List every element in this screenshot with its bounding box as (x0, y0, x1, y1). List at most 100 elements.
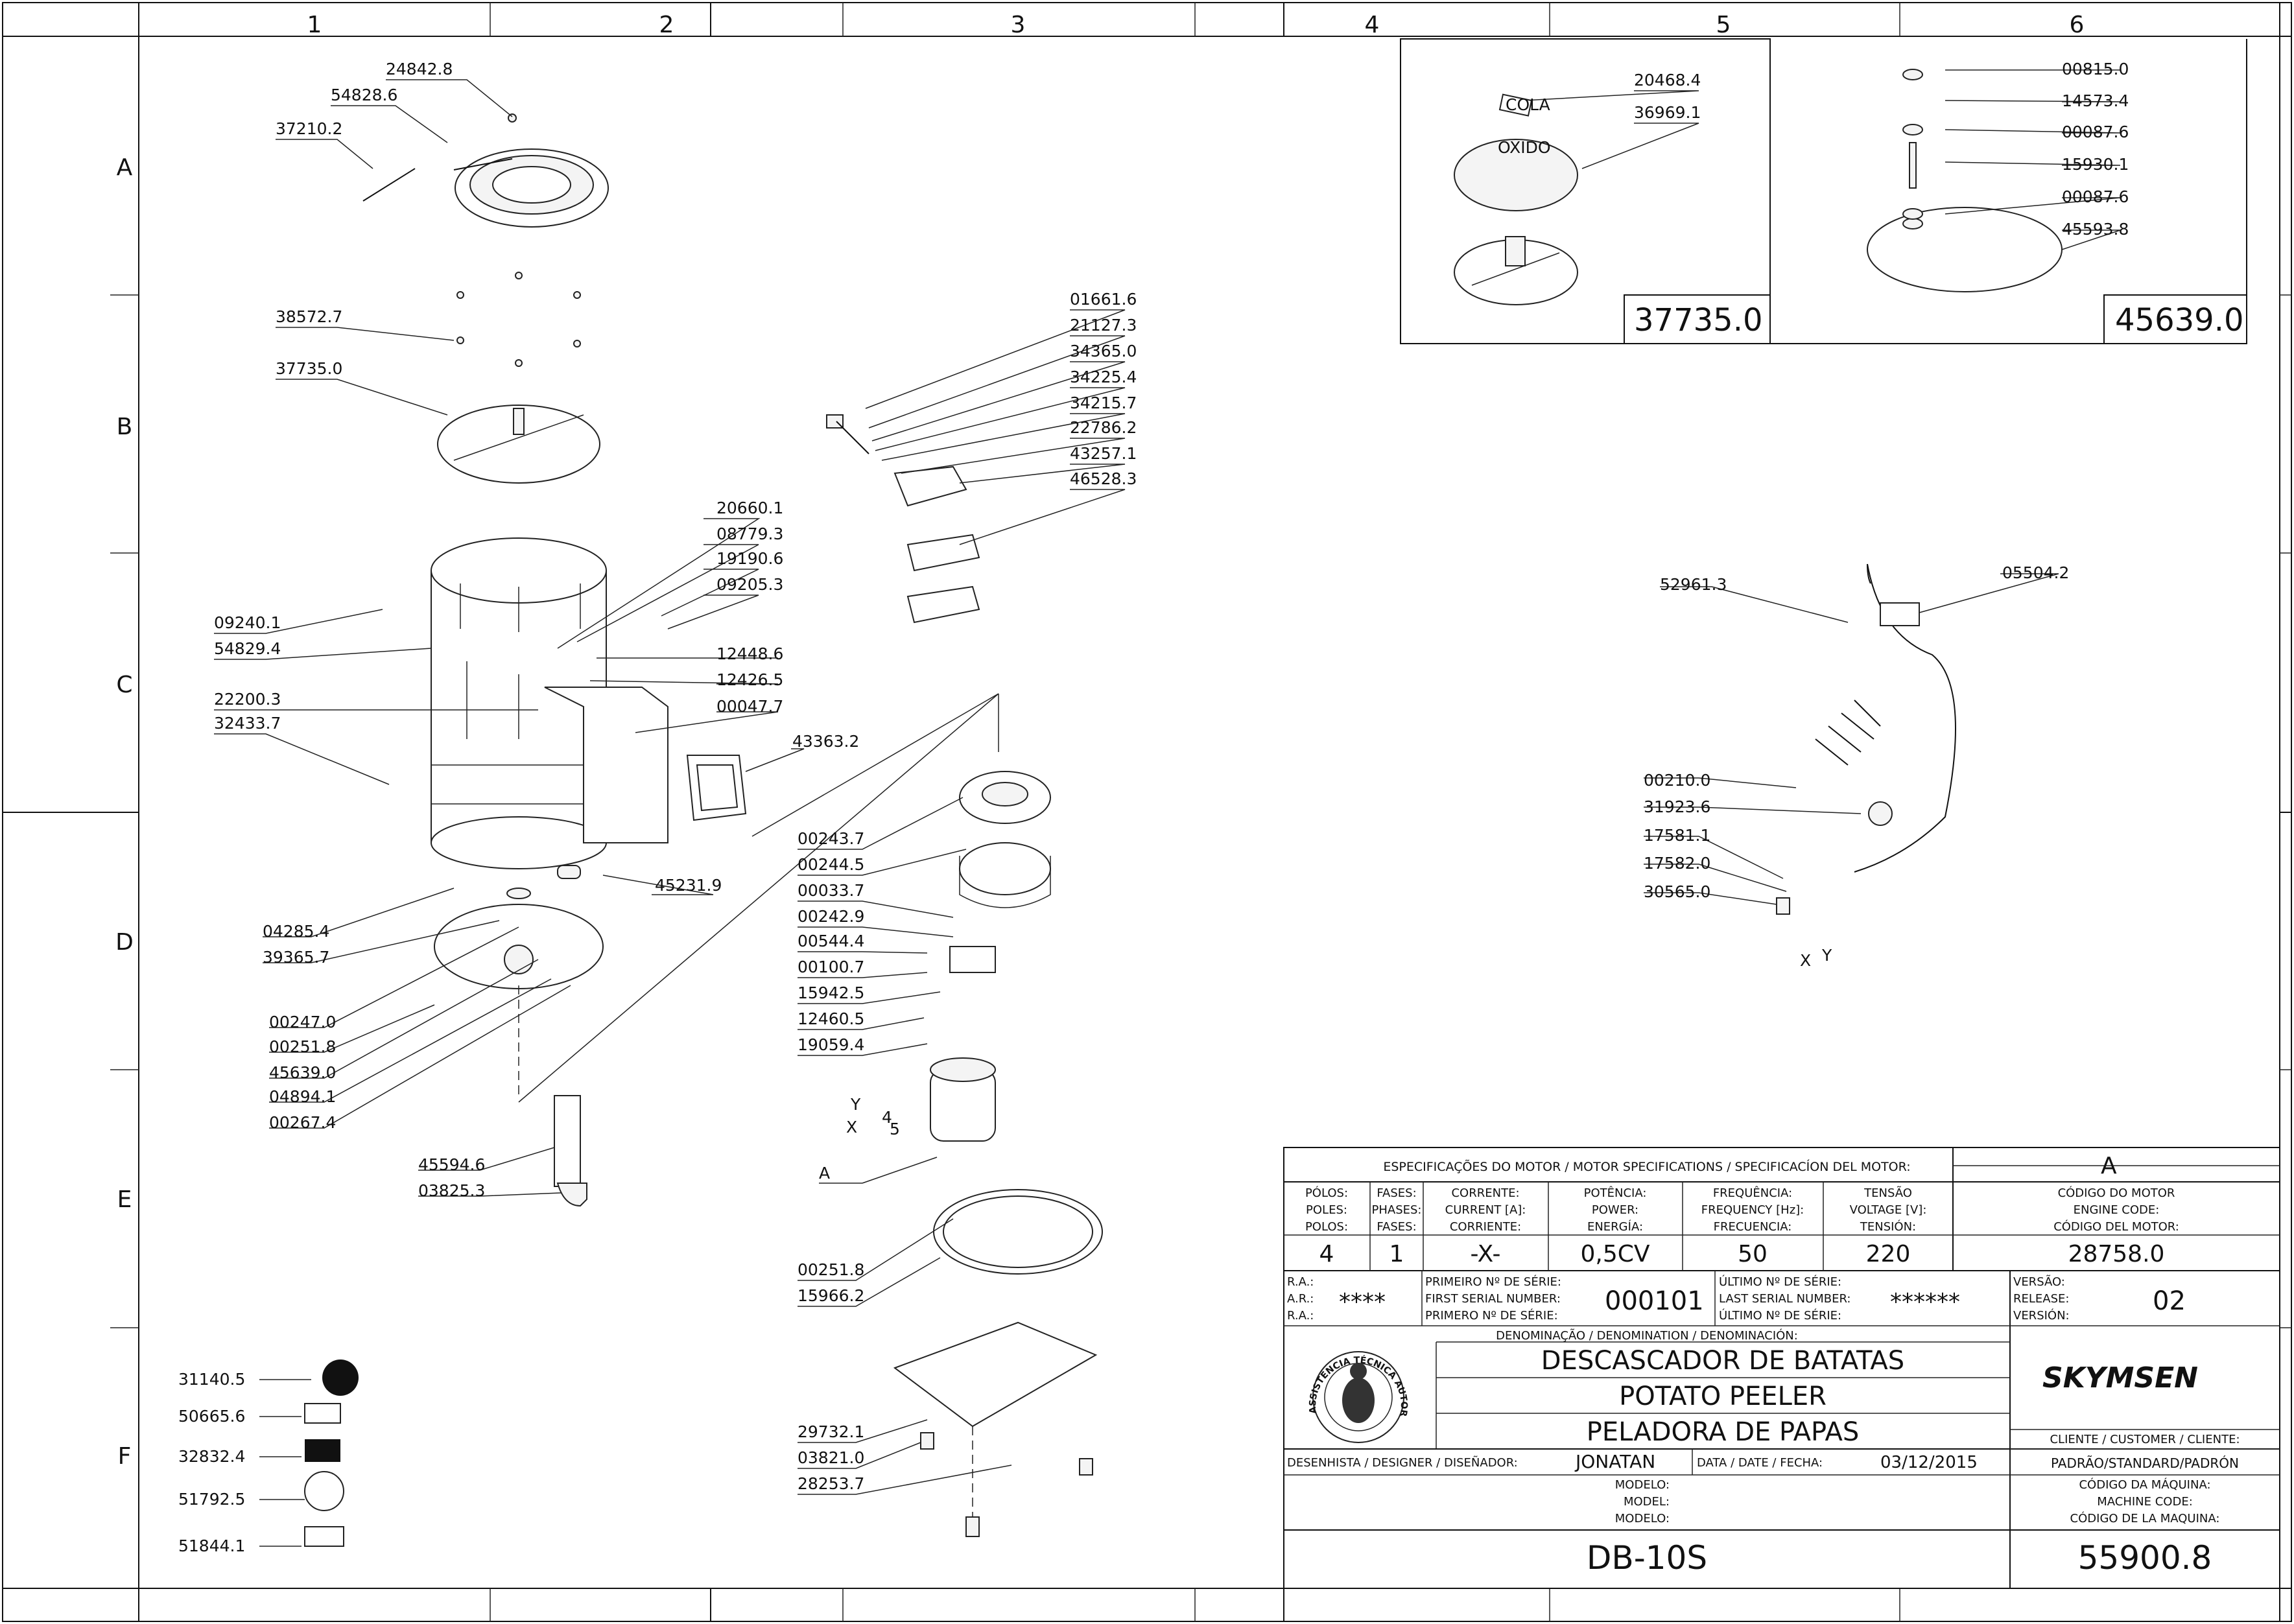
part-number-label: 00815.0 (2062, 60, 2129, 78)
date-value: 03/12/2015 (1880, 1453, 1978, 1472)
part-number-label: 39365.7 (263, 948, 329, 967)
part-number-label: 17581.1 (1644, 826, 1710, 845)
part-number-label: 45594.6 (418, 1155, 485, 1174)
spec-header: ENERGÍA: (1587, 1219, 1643, 1234)
part-number-label: 17582.0 (1644, 854, 1710, 873)
spec-header: CURRENT [A]: (1445, 1203, 1526, 1217)
part-number-label: 45639.0 (269, 1063, 336, 1082)
ra-value: **** (1339, 1289, 1386, 1315)
name-en: POTATO PEELER (1619, 1382, 1827, 1411)
spec-header: FASES: (1377, 1186, 1416, 1200)
spec-header: CORRIENTE: (1450, 1220, 1521, 1234)
revision-letter: A (2101, 1153, 2117, 1179)
wire-tag: X (846, 1118, 857, 1136)
first-serial-label: FIRST SERIAL NUMBER: (1425, 1292, 1561, 1306)
row-label: B (117, 414, 133, 440)
part-number-label: 00544.4 (798, 932, 864, 950)
part-number-label: 00033.7 (798, 881, 864, 900)
first-serial-value: 000101 (1605, 1286, 1704, 1316)
ra-label: A.R.: (1287, 1292, 1314, 1306)
part-number-label: 54829.4 (214, 639, 281, 658)
model-label: MODEL: (1624, 1495, 1670, 1509)
callout-labels: 24842.8 54828.6 37210.2 38572.7 37735.0 … (178, 60, 2129, 1555)
row-label: F (118, 1443, 132, 1470)
part-number-label: 01661.6 (1070, 290, 1137, 309)
part-number-label: 43363.2 (792, 732, 859, 751)
row-label: D (115, 929, 134, 956)
spec-header: PÓLOS: (1305, 1186, 1348, 1200)
spec-header: POLOS: (1305, 1220, 1348, 1234)
designer-label: DESENHISTA / DESIGNER / DISEÑADOR: (1287, 1455, 1518, 1470)
spec-header: POTÊNCIA: (1584, 1186, 1647, 1200)
part-number-label: 04894.1 (269, 1087, 336, 1106)
last-serial-label: ÚLTIMO Nº DE SÉRIE: (1719, 1308, 1841, 1323)
designer-name: JONATAN (1574, 1451, 1655, 1472)
spec-value: 28758.0 (2068, 1241, 2165, 1267)
detail-view-letter: A (819, 1164, 830, 1183)
name-es: PELADORA DE PAPAS (1587, 1417, 1860, 1447)
part-number-label: 12460.5 (798, 1009, 864, 1028)
part-number-label: 24842.8 (386, 60, 453, 78)
column-label: 1 (307, 12, 322, 38)
version-label: VERSIÓN: (2013, 1308, 2070, 1323)
first-serial-label: PRIMEIRO Nº DE SÉRIE: (1425, 1275, 1561, 1289)
spec-header: VOLTAGE [V]: (1850, 1203, 1927, 1217)
part-number-label: 34365.0 (1070, 342, 1137, 360)
spec-value: 1 (1389, 1241, 1404, 1267)
part-number-label: 45231.9 (655, 876, 722, 895)
part-number-label: 45593.8 (2062, 220, 2129, 239)
last-serial-value: ****** (1890, 1289, 1960, 1315)
seal-text: ASSISTÊNCIA TÉCNICA AUTORIZADA (0, 0, 1409, 1417)
model-label: MODELO: (1615, 1478, 1670, 1492)
part-number-label: 29732.1 (798, 1422, 864, 1441)
cola-tag: COLA (1506, 95, 1550, 114)
part-number-label: 22786.2 (1070, 418, 1137, 437)
part-number-label: 34215.7 (1070, 394, 1137, 412)
part-number-label: 08779.3 (716, 524, 783, 543)
spec-value: 50 (1738, 1241, 1768, 1267)
svg-text:ASSISTÊNCIA TÉCNICA AUTORIZADA: ASSISTÊNCIA TÉCNICA AUTORIZADA (0, 0, 1409, 1417)
part-number-label: 50665.6 (178, 1407, 245, 1426)
part-number-label: 22200.3 (214, 690, 281, 709)
date-label: DATA / DATE / FECHA: (1697, 1456, 1823, 1470)
column-label: 6 (2070, 12, 2085, 38)
version-value: 02 (2153, 1286, 2186, 1316)
spec-header: FRECUENCIA: (1714, 1220, 1792, 1234)
detail-labels: A 37735.0 45639.0 COLA OXIDO Y 4 5 X Y X (819, 93, 2244, 1184)
part-shapes (304, 38, 2247, 1547)
part-number-label: 32433.7 (214, 714, 281, 733)
wire-tag: 5 (890, 1120, 900, 1138)
version-label: VERSÃO: (2013, 1275, 2065, 1289)
row-label: A (117, 154, 133, 181)
part-number-label: 46528.3 (1070, 469, 1137, 488)
column-label: 2 (659, 12, 674, 38)
part-number-label: 00247.0 (269, 1013, 336, 1031)
part-number-label: 00243.7 (798, 829, 864, 848)
client-value: PADRÃO/STANDARD/PADRÓN (2051, 1455, 2239, 1471)
machine-code-label: CÓDIGO DA MÁQUINA: (2079, 1477, 2210, 1492)
authorized-service-seal: ASSISTÊNCIA TÉCNICA AUTORIZADA (0, 0, 1409, 1443)
part-number-label: 04285.4 (263, 922, 329, 941)
spec-header: FREQUENCY [Hz]: (1701, 1203, 1804, 1217)
spec-value: 4 (1319, 1241, 1334, 1267)
spec-value: 0,5CV (1580, 1241, 1650, 1267)
leader-lines (214, 69, 2121, 1547)
spec-header: FASES: (1377, 1220, 1416, 1234)
part-number-label: 00210.0 (1644, 771, 1710, 790)
motor-spec-header: ESPECIFICAÇÕES DO MOTOR / MOTOR SPECIFIC… (1383, 1159, 1910, 1174)
part-number-label: 12426.5 (716, 670, 783, 689)
spec-header: TENSIÓN: (1860, 1219, 1916, 1234)
wire-tag: Y (850, 1095, 861, 1114)
part-number-label: 00242.9 (798, 907, 864, 926)
part-number-label: 15966.2 (798, 1286, 864, 1305)
part-number-label: 21127.3 (1070, 316, 1137, 335)
part-number-label: 09205.3 (716, 575, 783, 594)
box5-code: 37735.0 (1634, 302, 1763, 338)
row-label: E (117, 1186, 132, 1213)
first-serial-label: PRIMERO Nº DE SÉRIE: (1425, 1308, 1558, 1323)
part-number-label: 30565.0 (1644, 882, 1710, 901)
part-number-label: 36969.1 (1634, 103, 1701, 122)
spec-header: TENSÃO (1863, 1186, 1912, 1200)
part-number-label: 00251.8 (798, 1260, 864, 1279)
wire-tag: X (1800, 951, 1811, 970)
